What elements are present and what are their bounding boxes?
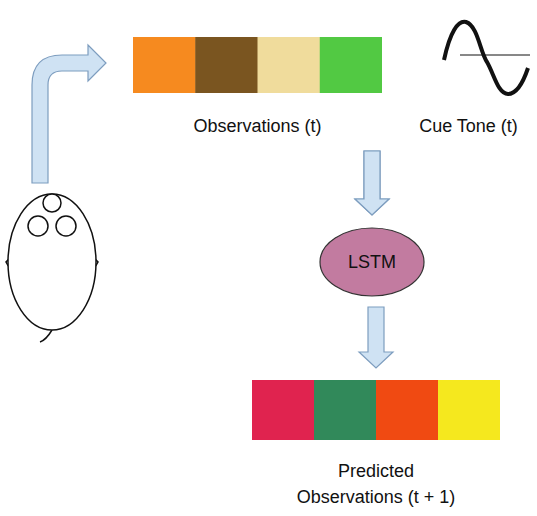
axis-line [460, 55, 530, 56]
sine-wave [444, 22, 528, 94]
curved-arrow [32, 45, 106, 183]
node-label: Observations (t) [133, 113, 382, 139]
mouse-illustration [6, 194, 98, 342]
node-label: Cue Tone (t) [400, 113, 537, 139]
color-cell [314, 380, 377, 440]
observation-bar: Predicted Observations (t + 1) [252, 380, 500, 510]
node-label: Predicted Observations (t + 1) [286, 458, 466, 510]
color-cell [438, 380, 500, 440]
node-label: LSTM [319, 249, 425, 275]
color-cell [258, 37, 321, 93]
cue-tone-symbol: Cue Tone (t) [400, 12, 537, 141]
observation-bar: Observations (t) [133, 37, 382, 141]
color-cell [133, 37, 196, 93]
block-arrow [355, 151, 389, 215]
lstm-ellipse [320, 228, 424, 296]
color-cell [376, 380, 439, 440]
block-arrow [359, 307, 393, 368]
block-arrow [355, 151, 389, 215]
color-cell [252, 380, 315, 440]
color-cell [195, 37, 258, 93]
process-ellipse: LSTM [319, 227, 425, 297]
color-cell [320, 37, 382, 93]
